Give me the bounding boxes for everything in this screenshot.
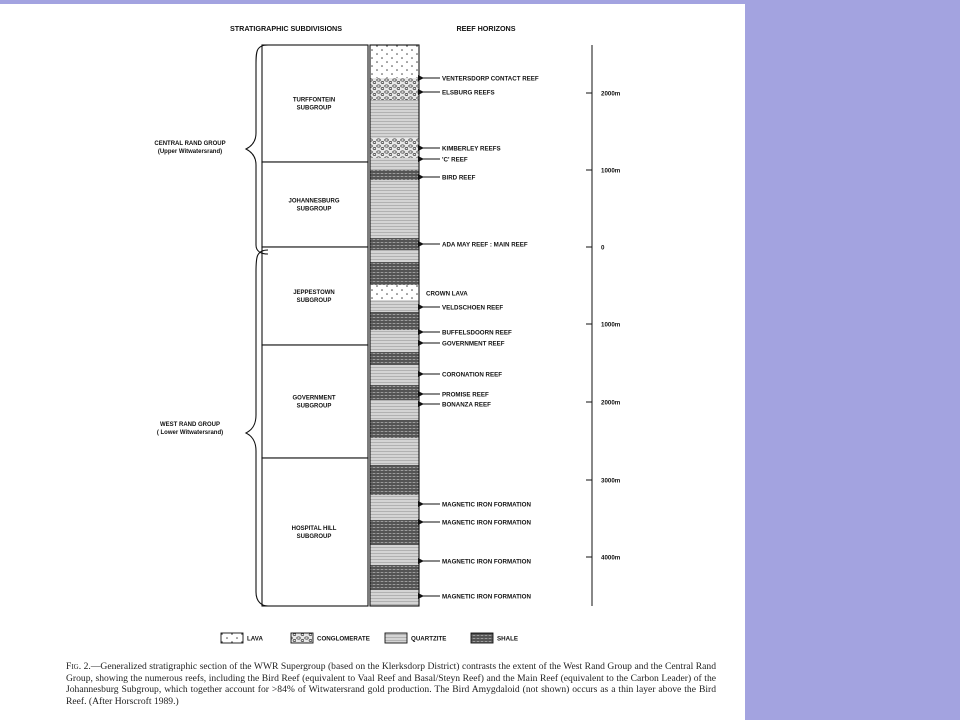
caption-text: —Generalized stratigraphic section of th… xyxy=(66,661,716,707)
subgroup-name: HOSPITAL HILL xyxy=(292,526,337,532)
lithology-layer xyxy=(370,138,419,158)
reef-label: CORONATION REEF xyxy=(442,371,502,378)
reef-label: 'C' REEF xyxy=(442,156,468,163)
lithology-layer xyxy=(370,285,419,300)
depth-tick-label: 0 xyxy=(601,244,605,251)
subgroup-suffix: SUBGROUP xyxy=(297,404,332,410)
west-rand-group-sublabel: ( Lower Witwatersrand) xyxy=(157,430,223,436)
lithology-layer xyxy=(370,565,419,590)
subgroup-suffix: SUBGROUP xyxy=(297,106,332,112)
reef-label: MAGNETIC IRON FORMATION xyxy=(442,593,531,600)
lithology-layer xyxy=(370,438,419,465)
subgroup-suffix: SUBGROUP xyxy=(297,298,332,304)
header-stratigraphic: STRATIGRAPHIC SUBDIVISIONS xyxy=(230,24,342,33)
reef-label: CROWN LAVA xyxy=(426,290,468,297)
subgroup-box xyxy=(261,44,369,163)
lithology-layer xyxy=(370,158,419,170)
west-rand-brace xyxy=(244,249,269,607)
legend-swatch xyxy=(290,632,314,644)
central-rand-brace xyxy=(244,44,269,255)
lithology-layer xyxy=(370,78,419,100)
lithology-layer xyxy=(370,465,419,495)
subgroup-box xyxy=(261,161,369,248)
reef-label: BIRD REEF xyxy=(442,174,476,181)
reef-label: PROMISE REEF xyxy=(442,391,489,398)
lithology-layer xyxy=(370,262,419,285)
subgroup-name: JEPPESTOWN xyxy=(293,290,335,296)
lithology-layer xyxy=(370,100,419,138)
depth-tick-label: 4000m xyxy=(601,554,621,561)
subgroup-box xyxy=(261,344,369,459)
subgroup-name: TURFFONTEIN xyxy=(293,98,335,104)
lithology-layer xyxy=(370,520,419,545)
reef-label: MAGNETIC IRON FORMATION xyxy=(442,501,531,508)
reef-label: MAGNETIC IRON FORMATION xyxy=(442,519,531,526)
lithology-column-outline xyxy=(369,44,420,607)
reef-label: ELSBURG REEFS xyxy=(442,89,495,96)
lithology-layer xyxy=(370,590,419,606)
legend-swatch xyxy=(470,632,494,644)
legend-label: SHALE xyxy=(497,636,518,643)
legend-label: LAVA xyxy=(247,636,263,643)
figure-caption: Fig. 2.—Generalized stratigraphic sectio… xyxy=(66,661,716,707)
reef-label: KIMBERLEY REEFS xyxy=(442,145,501,152)
lithology-layer xyxy=(370,495,419,520)
legend-label: CONGLOMERATE xyxy=(317,636,370,643)
reef-label: BONANZA REEF xyxy=(442,401,491,408)
lithology-layer xyxy=(370,365,419,385)
depth-tick-label: 2000m xyxy=(601,399,621,406)
lithology-layer xyxy=(370,312,419,330)
legend-label: QUARTZITE xyxy=(411,636,446,643)
subgroup-name: JOHANNESBURG xyxy=(288,199,339,205)
legend-swatch xyxy=(384,632,408,644)
lithology-layer xyxy=(370,238,419,250)
depth-tick-label: 1000m xyxy=(601,167,621,174)
figure-number: Fig. 2. xyxy=(66,661,91,672)
header-reef-horizons: REEF HORIZONS xyxy=(456,24,515,33)
lithology-layer xyxy=(370,250,419,262)
legend-swatch xyxy=(220,632,244,644)
lithology-layer xyxy=(370,45,419,78)
subgroup-name: GOVERNMENT xyxy=(292,396,335,402)
reef-label: GOVERNMENT REEF xyxy=(442,340,505,347)
subgroup-suffix: SUBGROUP xyxy=(297,534,332,540)
depth-tick-label: 3000m xyxy=(601,477,621,484)
reef-label: VELDSCHOEN REEF xyxy=(442,304,503,311)
lithology-layer xyxy=(370,170,419,180)
subgroup-suffix: SUBGROUP xyxy=(297,207,332,213)
reef-label: MAGNETIC IRON FORMATION xyxy=(442,558,531,565)
top-bar xyxy=(0,0,960,4)
reef-label: VENTERSDORP CONTACT REEF xyxy=(442,75,539,82)
reef-label: ADA MAY REEF : MAIN REEF xyxy=(442,241,528,248)
lithology-layer xyxy=(370,420,419,438)
lithology-layer xyxy=(370,400,419,420)
lithology-layer xyxy=(370,385,419,400)
lithology-layer xyxy=(370,300,419,312)
west-rand-group-label: WEST RAND GROUP xyxy=(160,422,220,428)
depth-tick-label: 1000m xyxy=(601,321,621,328)
subgroup-box xyxy=(261,246,369,346)
lithology-layer xyxy=(370,330,419,352)
lithology-layer xyxy=(370,545,419,565)
lithology-layer xyxy=(370,352,419,365)
subgroup-box xyxy=(261,457,369,607)
lithology-layer xyxy=(370,180,419,238)
reef-label: BUFFELSDOORN REEF xyxy=(442,329,512,336)
central-rand-group-sublabel: (Upper Witwatersrand) xyxy=(158,149,222,155)
central-rand-group-label: CENTRAL RAND GROUP xyxy=(154,141,225,147)
depth-tick-label: 2000m xyxy=(601,90,621,97)
